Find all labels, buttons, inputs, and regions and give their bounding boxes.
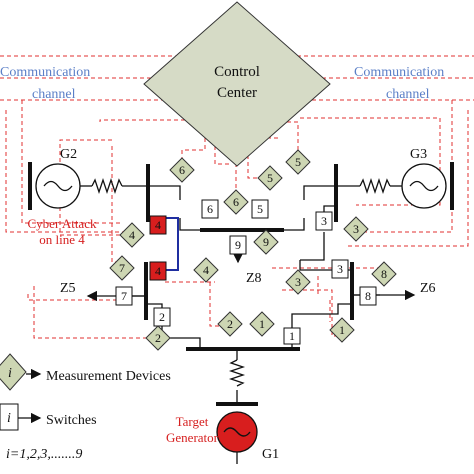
meas-3-a [343,216,369,242]
meas-3-b [285,269,311,295]
switch-1 [283,327,301,345]
load-z6: Z6 [420,281,436,296]
meas-5-b [285,149,311,175]
meas-9 [253,229,279,255]
legend: i Measurement Devices i Switches i=1,2,3… [0,353,171,462]
svg-text:3: 3 [321,214,327,228]
switch-9 [229,235,247,255]
svg-text:9: 9 [263,235,269,249]
meas-4-a [119,222,145,248]
switch-4-attacked-lower [149,261,167,281]
switch-6 [201,199,219,219]
svg-text:5: 5 [257,202,263,216]
legend-switch-symbol [0,403,19,431]
meas-7 [109,255,135,281]
svg-text:1: 1 [289,329,295,343]
svg-text:3: 3 [337,262,343,276]
svg-text:4: 4 [129,228,135,242]
legend-switch-label: Switches [46,413,97,428]
svg-text:1: 1 [339,323,345,337]
target-label-1: Target [176,414,209,429]
generator-g3: G3 [336,147,454,210]
cyber-attack-label-2: on line 4 [39,232,85,247]
svg-text:8: 8 [381,267,387,281]
control-center: Control Center [143,1,331,167]
comm-label-right-2: channel [386,87,430,102]
switch-3-upper [315,211,333,231]
measurement-group: 6 6 5 5 4 3 9 7 4 3 8 2 2 1 1 [109,149,397,351]
cyber-attack-label-1: Cyber Attack [28,216,97,231]
svg-text:7: 7 [119,261,125,275]
svg-text:7: 7 [121,289,127,303]
svg-text:4: 4 [155,218,161,232]
meas-1-a [249,311,275,337]
switch-8 [359,286,377,306]
attacked-line-4 [166,217,179,271]
meas-8 [371,261,397,287]
legend-measurement-symbol [0,353,27,391]
svg-text:8: 8 [365,289,371,303]
generator-g1-target: G1 Target Generator [166,411,279,464]
legend-measurement-label: Measurement Devices [46,369,171,384]
target-label-2: Generator [166,430,219,445]
g3-label: G3 [410,147,427,162]
meas-2-a [145,325,171,351]
g1-label: G1 [262,447,279,462]
svg-text:3: 3 [353,222,359,236]
svg-text:4: 4 [155,264,161,278]
svg-text:9: 9 [235,238,241,252]
svg-text:3: 3 [295,275,301,289]
generator-g2: G2 [28,147,146,210]
meas-6-a [169,157,195,183]
switch-3-lower [331,259,349,279]
load-z8: Z8 [246,271,262,286]
svg-text:i: i [7,411,11,426]
svg-text:5: 5 [267,171,273,185]
switch-2 [153,307,171,327]
switch-group: 6 5 4 9 4 3 3 7 8 2 1 [115,199,377,345]
svg-text:2: 2 [159,310,165,324]
comm-label-left-1: Communication [0,65,90,80]
g2-label: G2 [60,147,77,162]
svg-text:1: 1 [259,317,265,331]
meas-6-b [223,189,249,215]
comm-label-right-1: Communication [354,65,444,80]
svg-text:6: 6 [207,202,213,216]
meas-1-b [329,317,355,343]
switch-7 [115,286,133,306]
load-z5: Z5 [60,281,76,296]
control-center-label-line2: Center [217,85,257,101]
svg-text:i: i [8,366,12,381]
switch-4-attacked-upper [149,215,167,235]
svg-text:6: 6 [179,163,185,177]
svg-text:2: 2 [155,331,161,345]
control-center-label-line1: Control [214,64,260,80]
svg-text:5: 5 [295,155,301,169]
switch-5 [251,199,269,219]
comm-label-left-2: channel [32,87,76,102]
meas-4-b [193,257,219,283]
svg-text:2: 2 [227,317,233,331]
legend-index-range: i=1,2,3,.......9 [6,447,82,462]
svg-text:6: 6 [233,195,239,209]
meas-2-b [217,311,243,337]
meas-5-a [257,165,283,191]
svg-text:4: 4 [203,263,209,277]
